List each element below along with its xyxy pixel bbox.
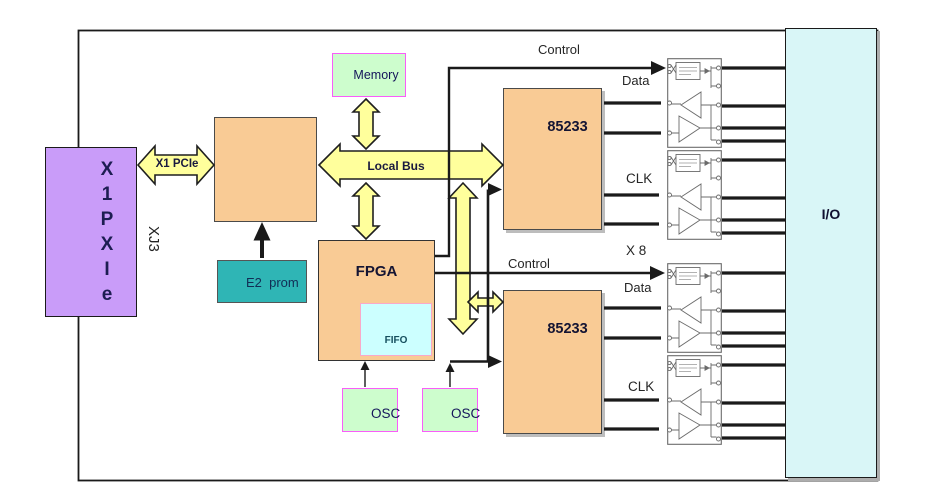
- pcie-bus-label: X1 PCIe: [155, 158, 199, 170]
- transceiver-chip-top-block: 85233: [503, 88, 602, 230]
- data-bottom-label: Data: [624, 280, 652, 295]
- xj3-label: XJ3: [145, 226, 162, 252]
- fifo-label: FIFO: [384, 335, 408, 346]
- pxie-connector-block: X 1 P X I e: [45, 147, 137, 317]
- fpga-chip-vertical-arrow: [447, 181, 479, 336]
- transceiver-icon-4: [666, 355, 722, 445]
- chip-top-label: 85233: [547, 119, 588, 135]
- pxie-letter: e: [101, 284, 113, 305]
- io-panel-block: I/O: [785, 28, 877, 478]
- clock-arrowhead-chip2: [488, 355, 502, 368]
- chip-bottom-label: 85233: [547, 321, 588, 337]
- osc-right-arrowhead: [445, 363, 455, 372]
- pxie-letter: X: [100, 234, 114, 255]
- e2prom-label: E2 prom: [246, 275, 299, 290]
- transceiver-icon-1: [666, 58, 722, 148]
- e2prom-arrowhead: [253, 222, 271, 241]
- clk-top-label: CLK: [626, 171, 653, 186]
- clock-distribution-line: [450, 188, 490, 363]
- channel-count-label: X 8: [626, 243, 647, 258]
- osc-right-block: OSC: [422, 388, 481, 432]
- transceiver-icon-3: [666, 263, 722, 353]
- pxie-letter: X: [100, 159, 114, 180]
- memory-label: Memory: [353, 68, 399, 82]
- data-top-label: Data: [622, 73, 650, 88]
- fpga-chip2-horizontal-arrow: [466, 290, 505, 314]
- pcie-bridge-block: [214, 117, 317, 222]
- clock-arrowhead-chip1: [488, 183, 502, 196]
- osc-left-block: OSC: [342, 388, 401, 432]
- e2prom-block: E2 prom: [217, 260, 307, 303]
- transceiver-chip-bottom-block: 85233: [503, 290, 602, 434]
- control-bottom-arrowhead: [650, 266, 665, 280]
- fpga-block: FPGA FIFO: [318, 240, 435, 361]
- transceiver-icon-2: [666, 150, 722, 240]
- io-label: I/O: [821, 206, 841, 222]
- memory-block: Memory: [332, 53, 406, 97]
- local-bus-label: Local Bus: [367, 159, 425, 173]
- control-top-label: Control: [538, 42, 580, 57]
- fpga-bus-arrow: [351, 181, 381, 241]
- control-bottom-label: Control: [508, 256, 550, 271]
- pxie-letter: 1: [101, 184, 113, 205]
- fifo-block: FIFO: [360, 303, 432, 356]
- fpga-label: FPGA: [355, 263, 398, 280]
- memory-bus-arrow: [351, 97, 381, 151]
- pxie-letter: P: [100, 209, 114, 230]
- osc-left-arrowhead: [360, 361, 370, 370]
- control-top-arrowhead: [651, 61, 666, 75]
- osc-right-label: OSC: [451, 406, 481, 421]
- pxie-letter: I: [104, 259, 110, 280]
- transceiver-to-io-lines: [722, 66, 786, 440]
- osc-left-label: OSC: [371, 406, 401, 421]
- clk-bottom-label: CLK: [628, 379, 655, 394]
